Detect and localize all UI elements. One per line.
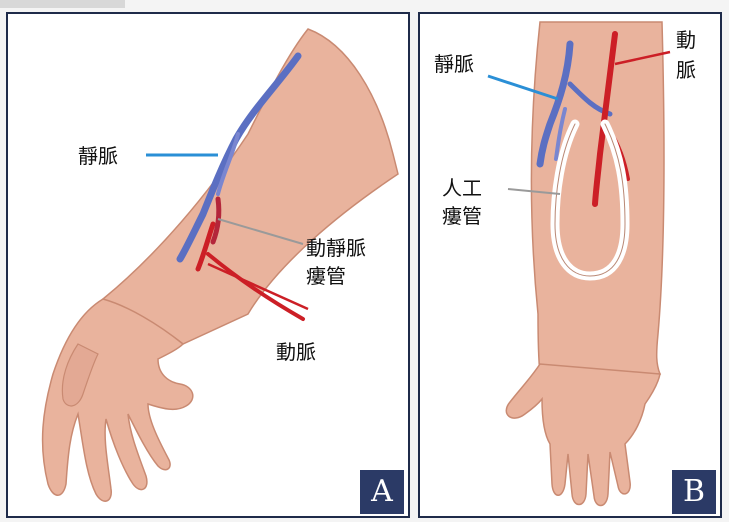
hand-b (506, 364, 660, 506)
fistula-label-a-line1: 動靜脈 (306, 236, 366, 260)
panel-b-tag: B (672, 470, 716, 514)
artery-label-b-line2: 脈 (676, 58, 696, 82)
forearm-a (103, 29, 398, 344)
panel-a-native-fistula: 靜脈 動靜脈 瘻管 動脈 A (6, 12, 410, 518)
artery-label-a: 動脈 (276, 340, 316, 364)
top-strip (0, 0, 125, 8)
arm-b-illustration (420, 14, 720, 516)
vein-label-b: 靜脈 (434, 52, 474, 76)
arm-a-illustration (8, 14, 408, 516)
fistula-label-a-line2: 瘻管 (306, 264, 346, 288)
artery-label-b-line1: 動 (676, 28, 696, 52)
graft-label-b-line1: 人工 (442, 176, 482, 200)
vein-label-a: 靜脈 (78, 144, 118, 168)
panel-a-tag: A (360, 470, 404, 514)
panel-b-graft: 靜脈 動 脈 人工 瘻管 B (418, 12, 722, 518)
graft-label-b-line2: 瘻管 (442, 204, 482, 228)
